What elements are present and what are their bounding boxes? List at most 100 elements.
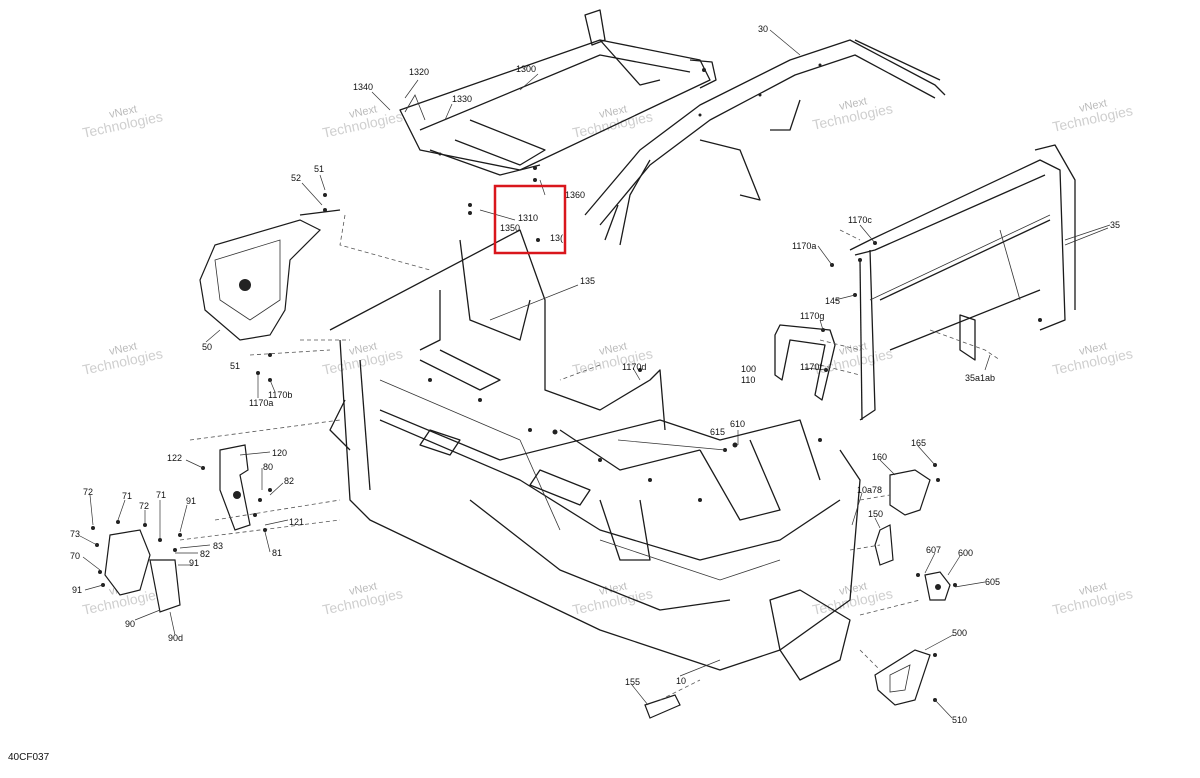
assembly-lines (179, 214, 1001, 701)
bracket-120-80[interactable] (219, 444, 251, 531)
watermark-line-1: vNext (598, 340, 628, 358)
front-cage-35[interactable] (849, 144, 1076, 421)
roll-cage-30[interactable] (584, 39, 946, 246)
label-51-bottom: 51 (230, 361, 240, 371)
bracket-150[interactable] (874, 524, 894, 566)
reference-code: 40CF037 (8, 752, 50, 763)
label-51-top: 51 (314, 164, 324, 174)
watermark-line-1: vNext (348, 103, 378, 121)
label-91-middle: 91 (189, 558, 199, 568)
watermark: vNext Technologies (571, 103, 654, 141)
label-1170c: 1170c (848, 215, 872, 225)
label-1170g: 1170g (800, 311, 824, 321)
label-160: 160 (872, 452, 887, 462)
watermarks: vNext Technologies vNext Technologies vN… (81, 95, 1134, 618)
part-labels: 30 35 1300 1320 1330 1340 1360 1310 1350… (70, 24, 1120, 725)
watermark-line-1: vNext (1078, 340, 1108, 358)
label-1170b: 1170b (268, 390, 292, 400)
watermark-line-1: vNext (598, 103, 628, 121)
label-1170f: 1170f (800, 362, 822, 372)
label-135: 135 (580, 276, 595, 286)
leader-lines (79, 29, 1111, 719)
label-30: 30 (758, 24, 768, 34)
label-510: 510 (952, 715, 967, 725)
label-121: 121 (289, 517, 304, 527)
watermark-line-1: vNext (348, 580, 378, 598)
watermark-line-1: vNext (598, 580, 628, 598)
watermark-line-1: vNext (348, 340, 378, 358)
label-50: 50 (202, 342, 212, 352)
main-frame-10[interactable] (329, 229, 861, 681)
label-35a1ab: 35a1ab (965, 373, 995, 383)
label-35: 35 (1110, 220, 1120, 230)
watermark-line-1: vNext (838, 580, 868, 598)
label-82-bottom: 82 (200, 549, 210, 559)
label-70: 70 (70, 551, 80, 561)
bracket-70-90[interactable] (104, 529, 181, 613)
label-605: 605 (985, 577, 1000, 587)
watermark: vNext Technologies (321, 580, 404, 618)
label-1170a-left: 1170a (249, 398, 273, 408)
label-72-right: 72 (139, 501, 149, 511)
label-90: 90 (125, 619, 135, 629)
label-610: 610 (730, 419, 745, 429)
label-1170a-right: 1170a (792, 241, 816, 251)
label-110: 110 (741, 375, 755, 385)
label-52: 52 (291, 173, 301, 183)
label-1300: 1300 (516, 64, 536, 74)
label-71-left: 71 (122, 491, 132, 501)
label-1310: 1310 (518, 213, 538, 223)
label-607: 607 (926, 545, 941, 555)
label-71-right: 71 (156, 490, 166, 500)
watermark: vNext Technologies (321, 103, 404, 141)
label-155: 155 (625, 677, 640, 687)
watermark: vNext Technologies (571, 580, 654, 618)
watermark: vNext Technologies (1051, 97, 1134, 135)
watermark: vNext Technologies (81, 340, 164, 378)
label-91-bottom: 91 (72, 585, 82, 595)
label-1170d: 1170d (622, 362, 646, 372)
label-13x: 13( (550, 233, 563, 243)
label-82-top: 82 (284, 476, 294, 486)
label-81: 81 (272, 548, 282, 558)
plate-500[interactable] (874, 649, 931, 706)
label-80: 80 (263, 462, 273, 472)
rear-panel-50[interactable] (199, 209, 341, 341)
label-90d: 90d (168, 633, 183, 643)
watermark-line-1: vNext (108, 340, 138, 358)
label-1320: 1320 (409, 67, 429, 77)
watermark-line-1: vNext (1078, 97, 1108, 115)
label-72-left: 72 (83, 487, 93, 497)
side-bar-100-110[interactable] (774, 324, 836, 401)
watermark: vNext Technologies (811, 95, 894, 133)
label-100: 100 (741, 364, 756, 374)
bracket-600[interactable] (924, 571, 951, 601)
watermark: vNext Technologies (1051, 580, 1134, 618)
label-1350: 1350 (500, 223, 520, 233)
label-1330: 1330 (452, 94, 472, 104)
watermark: vNext Technologies (1051, 340, 1134, 378)
label-73: 73 (70, 529, 80, 539)
watermark: vNext Technologies (81, 103, 164, 141)
label-500: 500 (952, 628, 967, 638)
watermark-line-1: vNext (108, 103, 138, 121)
label-1340: 1340 (353, 82, 373, 92)
label-83: 83 (213, 541, 223, 551)
label-600: 600 (958, 548, 973, 558)
rear-upper-frame-1300[interactable] (399, 9, 717, 176)
label-120: 120 (272, 448, 287, 458)
label-91-top: 91 (186, 496, 196, 506)
label-615: 615 (710, 427, 725, 437)
label-145: 145 (825, 296, 840, 306)
watermark-line-1: vNext (838, 95, 868, 113)
label-10: 10 (676, 676, 686, 686)
bracket-160[interactable] (889, 469, 931, 516)
watermark-line-1: vNext (1078, 580, 1108, 598)
label-10a78: 10a78 (857, 485, 882, 495)
label-1360: 1360 (565, 190, 585, 200)
label-150: 150 (868, 509, 883, 519)
label-122: 122 (167, 453, 182, 463)
label-165: 165 (911, 438, 926, 448)
bracket-155[interactable] (644, 694, 681, 719)
